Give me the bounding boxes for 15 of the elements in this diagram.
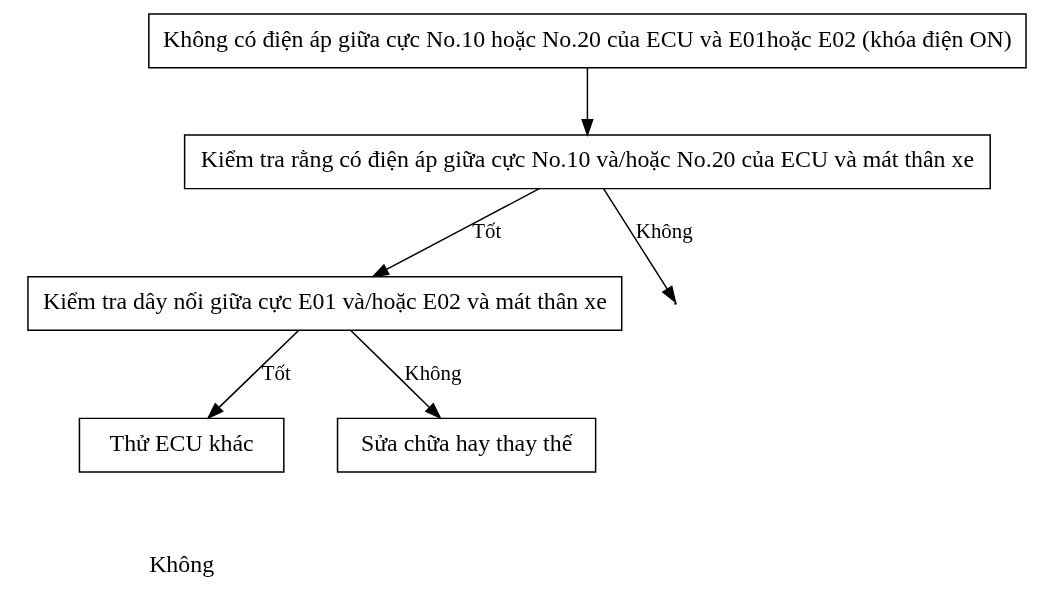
edge-label: Không bbox=[404, 360, 462, 385]
arrow bbox=[206, 329, 300, 420]
node-box: Thử ECU khác bbox=[78, 417, 285, 473]
node-box: Không có điện áp giữa cực No.10 hoặc No.20 của ECU và E01hoặc E02 (khóa điện ON) bbox=[148, 13, 1027, 69]
node-box: Sửa chữa hay thay thế bbox=[336, 417, 597, 473]
edge-label: Tốt bbox=[261, 360, 291, 385]
node-box: Kiểm tra rằng có điện áp giữa cực No.10 và/hoặc No.20 của ECU và mát thân xe bbox=[183, 134, 991, 190]
arrow bbox=[371, 187, 540, 278]
arrow bbox=[581, 67, 594, 137]
label: Không bbox=[149, 550, 215, 577]
arrow bbox=[350, 329, 442, 420]
edge-label: Tốt bbox=[472, 219, 502, 244]
edge-label: Không bbox=[635, 219, 693, 244]
arrow bbox=[602, 187, 677, 304]
node-box: Kiểm tra dây nối giữa cực E01 và/hoặc E02 và mát thân xe bbox=[27, 275, 623, 332]
